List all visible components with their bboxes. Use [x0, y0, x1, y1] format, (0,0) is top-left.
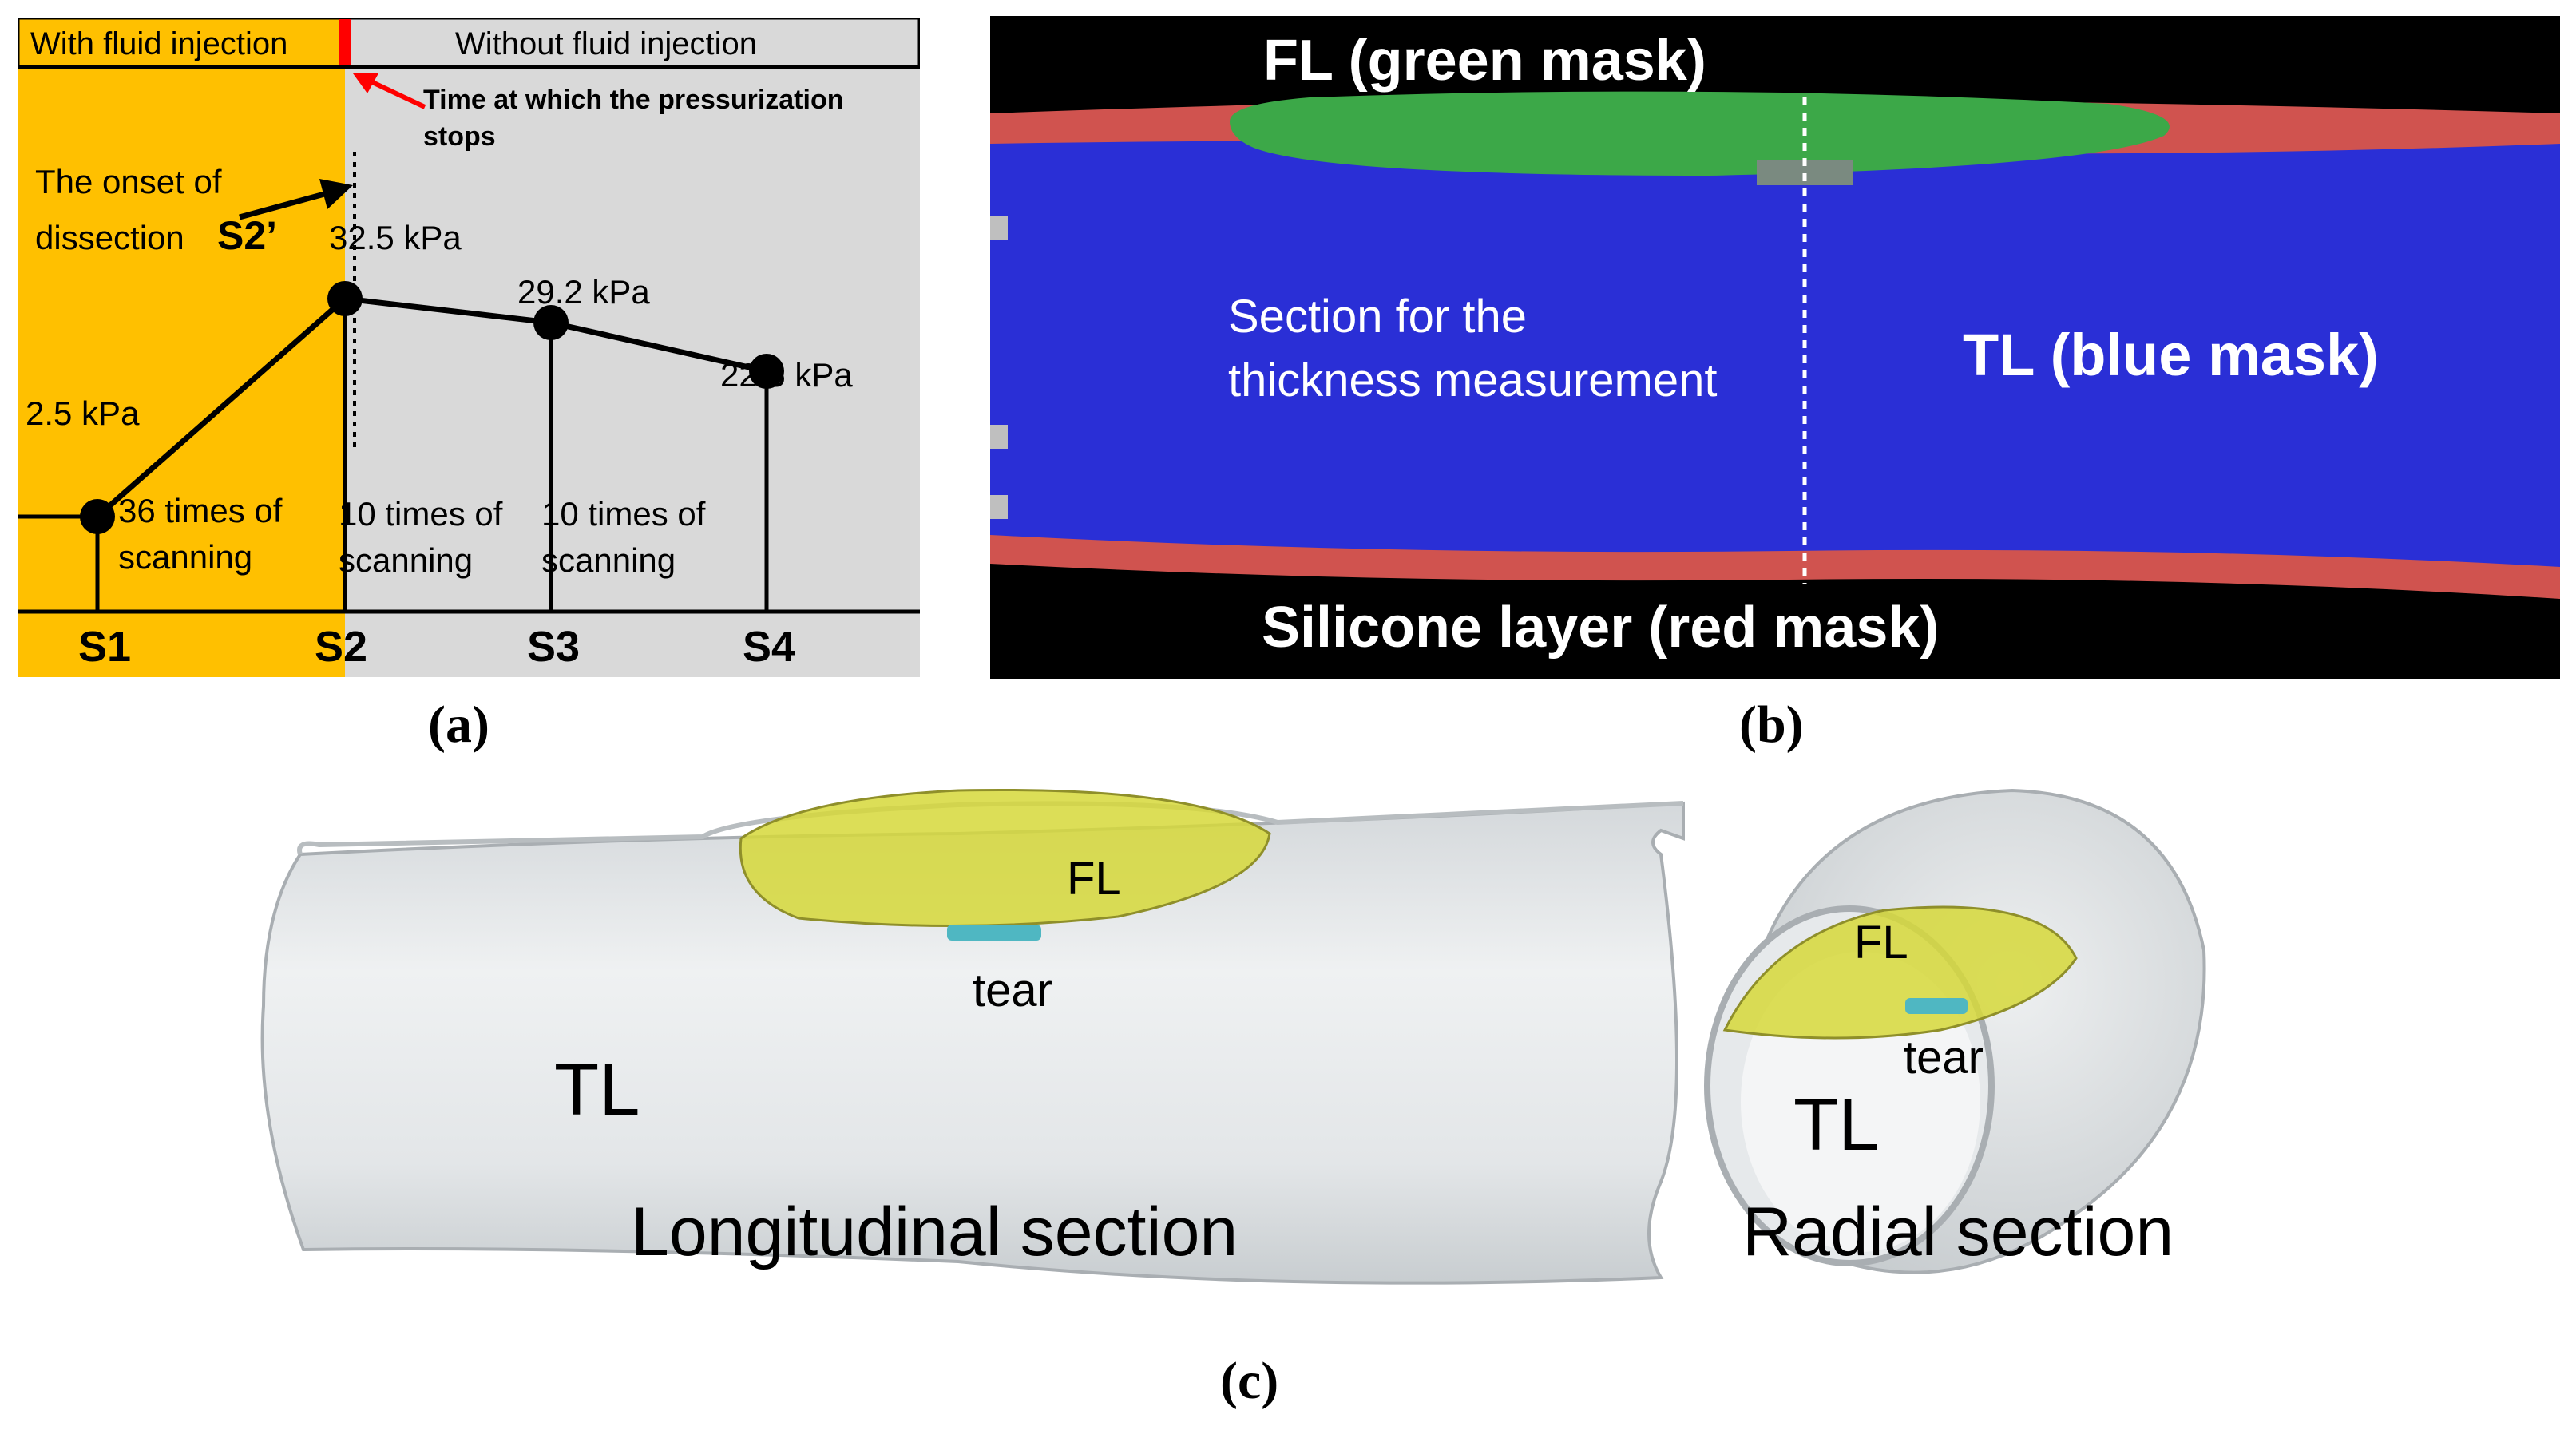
aorta-model-renderings: FL tear TL Longitudinal section FL tear …	[260, 788, 2206, 1285]
onset-marker-label: S2’	[217, 213, 277, 258]
longitudinal-tear-label: tear	[973, 965, 1052, 1016]
false-lumen-mask	[1230, 91, 2170, 176]
scan-note-1-line2: scanning	[118, 538, 252, 576]
header-without-injection: Without fluid injection	[455, 26, 757, 61]
scan-note-3-line1: 10 times of	[541, 495, 706, 533]
longitudinal-section-title: Longitudinal section	[631, 1194, 1238, 1270]
scan-note-2-line1: 10 times of	[339, 495, 503, 533]
scan-note-1-line1: 36 times of	[118, 492, 283, 529]
stop-annotation-line1: Time at which the pressurization	[423, 85, 844, 115]
section-label-line1: Section for the	[1228, 291, 1527, 343]
panel-b: FL (green mask) TL (blue mask) Silicone …	[990, 16, 2560, 679]
injection-phase-background	[18, 18, 345, 677]
panel-a: With fluid injection Without fluid injec…	[15, 15, 922, 677]
radial-false-lumen	[1722, 905, 2078, 1040]
pressure-label-s4: 22.5 kPa	[720, 356, 853, 394]
stage-label-s3: S3	[527, 623, 580, 671]
stage-label-s4: S4	[743, 623, 795, 671]
true-lumen-mask	[990, 141, 2560, 567]
tl-blue-mask-label: TL (blue mask)	[1963, 322, 2379, 388]
pressure-point-s1	[80, 499, 115, 534]
radial-tear	[1905, 998, 1968, 1014]
caption-a: (a)	[428, 695, 489, 754]
longitudinal-false-lumen	[739, 788, 1271, 928]
stop-arrowhead-icon	[353, 73, 378, 93]
onset-arrowhead-icon	[319, 179, 353, 209]
panel-c: FL tear TL Longitudinal section FL tear …	[0, 767, 2576, 1438]
pressure-timeline-chart: With fluid injection Without fluid injec…	[15, 15, 922, 677]
radial-tl-label: TL	[1793, 1084, 1879, 1166]
edge-artifact-1	[990, 216, 1008, 240]
radial-tear-label: tear	[1904, 1032, 1984, 1083]
caption-c: (c)	[1220, 1352, 1279, 1410]
pressure-label-s3: 29.2 kPa	[517, 273, 650, 311]
pressure-line	[95, 295, 767, 519]
segmentation-mask-image: FL (green mask) TL (blue mask) Silicone …	[990, 16, 2560, 679]
onset-label-line2: dissection	[35, 219, 184, 256]
radial-model: FL tear TL	[1704, 788, 2206, 1274]
stage-label-s2: S2	[315, 623, 367, 671]
radial-section-title: Radial section	[1742, 1194, 2174, 1270]
radial-fl-label: FL	[1854, 917, 1908, 969]
section-label-line2: thickness measurement	[1228, 355, 1717, 406]
silicone-red-mask-label: Silicone layer (red mask)	[1262, 596, 1939, 660]
onset-label-line1: The onset of	[35, 163, 222, 200]
edge-artifact-3	[990, 495, 1008, 519]
no-injection-phase-background	[345, 18, 920, 677]
scan-note-2-line2: scanning	[339, 541, 473, 579]
stage-label-s1: S1	[78, 623, 131, 671]
stop-marker	[339, 19, 351, 65]
edge-artifact-2	[990, 425, 1008, 449]
scan-note-3-line2: scanning	[541, 541, 676, 579]
longitudinal-fl-label: FL	[1067, 853, 1121, 905]
pressure-label-s2: 32.5 kPa	[329, 219, 462, 256]
pressure-label-s1: 2.5 kPa	[26, 394, 140, 432]
caption-b: (b)	[1739, 695, 1804, 754]
pressure-point-s2	[327, 281, 363, 316]
onset-arrow	[239, 190, 328, 220]
stop-annotation-arrow	[366, 77, 426, 109]
pressure-series	[80, 281, 784, 612]
pressure-point-s3	[533, 305, 569, 341]
pressure-point-s4	[749, 354, 784, 389]
fl-green-mask-label: FL (green mask)	[1263, 29, 1706, 93]
header-with-injection: With fluid injection	[30, 26, 287, 61]
longitudinal-tear	[947, 925, 1041, 941]
longitudinal-model: FL tear TL	[260, 788, 1685, 1285]
longitudinal-tl-label: TL	[554, 1049, 640, 1131]
stop-annotation-line2: stops	[423, 121, 496, 152]
